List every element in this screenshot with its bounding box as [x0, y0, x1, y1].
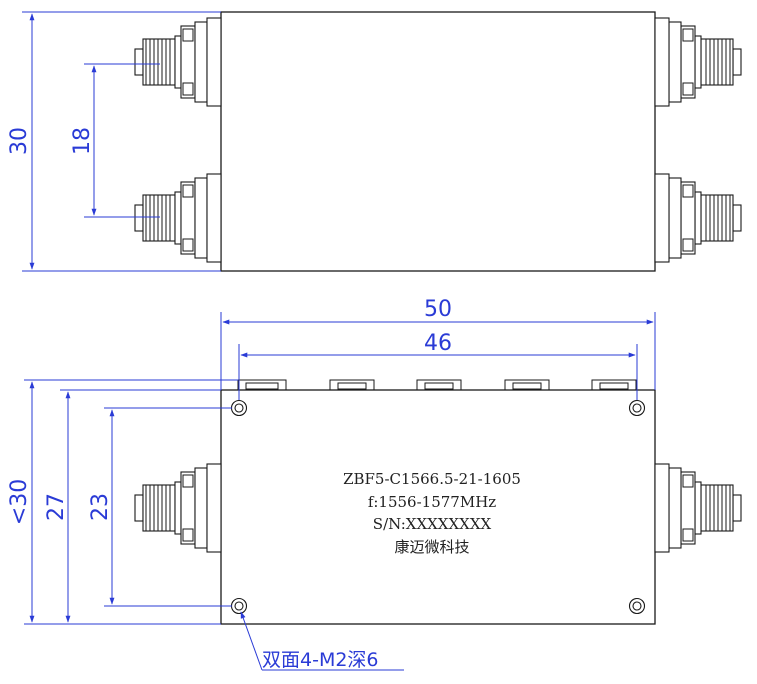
- dimension-hole-spacing-x-label: 46: [424, 331, 452, 356]
- dimension-body-height: [60, 389, 221, 623]
- mounting-hole-icon: [230, 597, 248, 615]
- dimension-port-spacing: [84, 63, 160, 218]
- mounting-note-leader: [240, 611, 404, 671]
- sma-connector-icon: [134, 463, 222, 553]
- dimension-max-height: [24, 379, 238, 625]
- dimension-total-width-label: 50: [424, 297, 452, 322]
- mounting-note: 双面4-M2深6: [262, 649, 379, 671]
- sma-connector-icon: [134, 173, 222, 263]
- label-frequency: f:1556-1577MHz: [368, 493, 496, 511]
- front-view-body: [220, 389, 656, 625]
- label-serial: S/N:XXXXXXXX: [373, 515, 492, 533]
- dimension-port-spacing-label: 18: [70, 127, 95, 155]
- mounting-hole-icon: [628, 597, 646, 615]
- dimension-total-width: [220, 312, 656, 390]
- sma-connector-icon: [654, 173, 742, 263]
- dimension-hole-spacing-y: [104, 407, 232, 607]
- top-view-body: [220, 11, 656, 272]
- dimension-height-label: 30: [7, 127, 32, 155]
- sma-connector-icon: [134, 17, 222, 107]
- dimension-max-height-label: <30: [7, 479, 32, 525]
- top-screws: [237, 379, 637, 392]
- dimension-hole-spacing-y-label: 23: [88, 493, 113, 521]
- mounting-hole-icon: [230, 399, 248, 417]
- dimension-hole-spacing-x: [238, 344, 638, 400]
- dimension-body-height-label: 27: [44, 493, 69, 521]
- label-company: 康迈微科技: [394, 538, 469, 556]
- mounting-hole-icon: [628, 399, 646, 417]
- label-model: ZBF5-C1566.5-21-1605: [343, 470, 521, 488]
- sma-connector-icon: [654, 463, 742, 553]
- top-view: 30 18: [7, 11, 742, 272]
- dimension-height: [22, 11, 221, 272]
- front-view: ZBF5-C1566.5-21-1605 f:1556-1577MHz S/N:…: [7, 297, 742, 671]
- sma-connector-icon: [654, 17, 742, 107]
